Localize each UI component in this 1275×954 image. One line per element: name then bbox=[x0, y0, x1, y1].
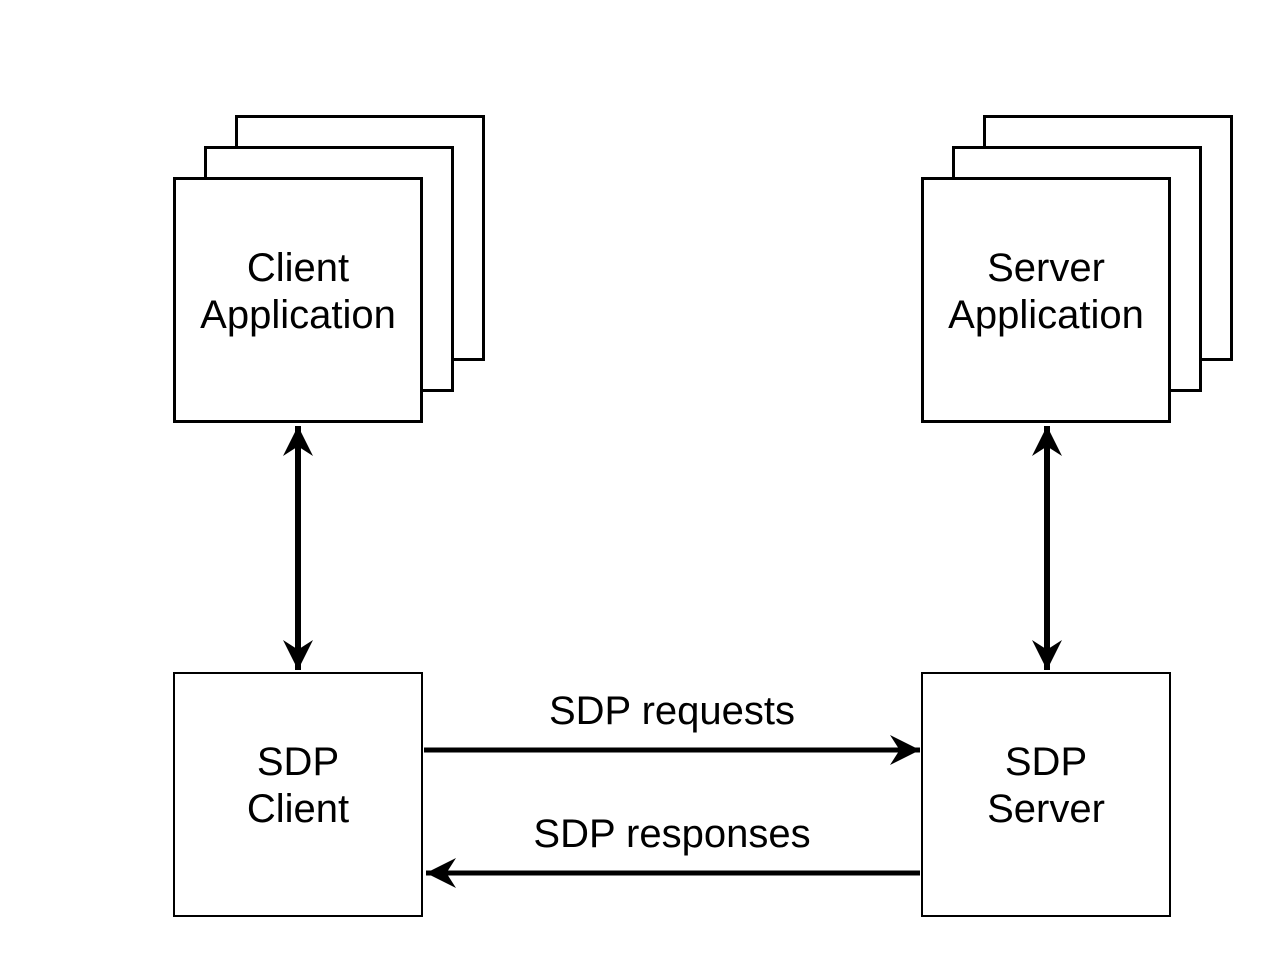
sdp-server-box: SDP Server bbox=[921, 672, 1171, 917]
sdp-server-label-line1: SDP bbox=[1004, 740, 1088, 784]
sdp-requests-label: SDP requests bbox=[548, 689, 796, 733]
server-application-label-line2: Application bbox=[948, 292, 1144, 337]
client-application-label-line2: Application bbox=[200, 292, 396, 337]
sdp-responses-label: SDP responses bbox=[533, 812, 811, 856]
sdp-client-label-line1: SDP bbox=[256, 740, 340, 784]
sdp-client-label-line2: Client bbox=[246, 787, 350, 831]
client-application-box: Client Application bbox=[173, 177, 423, 423]
server-application-label-line1: Server bbox=[987, 245, 1105, 290]
server-application-box: Server Application bbox=[921, 177, 1171, 423]
sdp-server-label-line2: Server bbox=[987, 787, 1105, 831]
sdp-client-label: SDP Client bbox=[175, 674, 421, 915]
client-application-label-line1: Client bbox=[246, 245, 350, 290]
sdp-client-box: SDP Client bbox=[173, 672, 423, 917]
sdp-server-label: SDP Server bbox=[923, 674, 1169, 915]
client-application-label: Client Application bbox=[176, 180, 420, 420]
server-application-label: Server Application bbox=[924, 180, 1168, 420]
